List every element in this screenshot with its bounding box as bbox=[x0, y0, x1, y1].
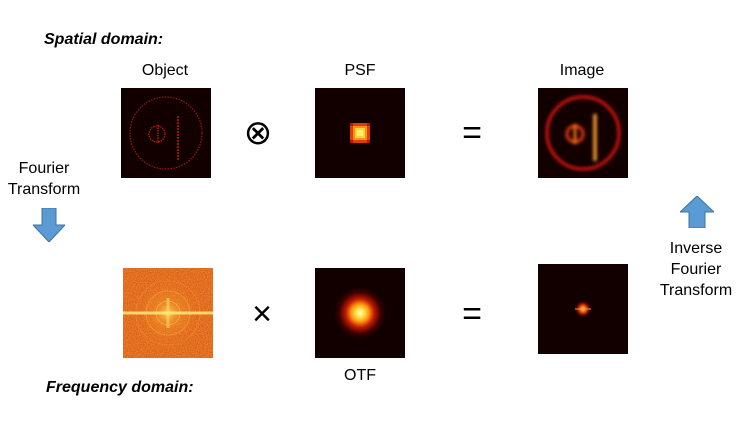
result-spectrum-image bbox=[538, 264, 628, 354]
otf-image bbox=[315, 268, 405, 358]
fourier-transform-line-2: Transform bbox=[7, 181, 81, 198]
psf-image bbox=[315, 88, 405, 178]
inverse-fourier-line-3: Transform bbox=[659, 282, 733, 299]
spatial-domain-heading: Spatial domain: bbox=[44, 31, 164, 48]
image-label: Image bbox=[559, 62, 605, 79]
inverse-fourier-transform-label: Inverse Fourier Transform bbox=[648, 238, 743, 301]
down-arrow-icon bbox=[33, 208, 65, 242]
fourier-transform-line-1: Fourier bbox=[18, 160, 70, 177]
object-image bbox=[121, 88, 211, 178]
fourier-transform-label: Fourier Transform bbox=[4, 158, 84, 200]
object-spectrum-image bbox=[123, 268, 213, 358]
convolution-operator: ⊗ bbox=[243, 114, 273, 152]
multiply-operator: × bbox=[252, 295, 272, 333]
equals-operator-bottom: = bbox=[462, 295, 482, 333]
otf-label: OTF bbox=[344, 367, 376, 384]
equals-operator-top: = bbox=[462, 114, 482, 152]
psf-label: PSF bbox=[344, 62, 376, 79]
result-image bbox=[538, 88, 628, 178]
inverse-fourier-line-2: Fourier bbox=[670, 261, 722, 278]
frequency-domain-heading: Frequency domain: bbox=[46, 379, 194, 396]
object-label: Object bbox=[141, 62, 189, 79]
inverse-fourier-line-1: Inverse bbox=[669, 240, 723, 257]
up-arrow-icon bbox=[680, 196, 714, 228]
